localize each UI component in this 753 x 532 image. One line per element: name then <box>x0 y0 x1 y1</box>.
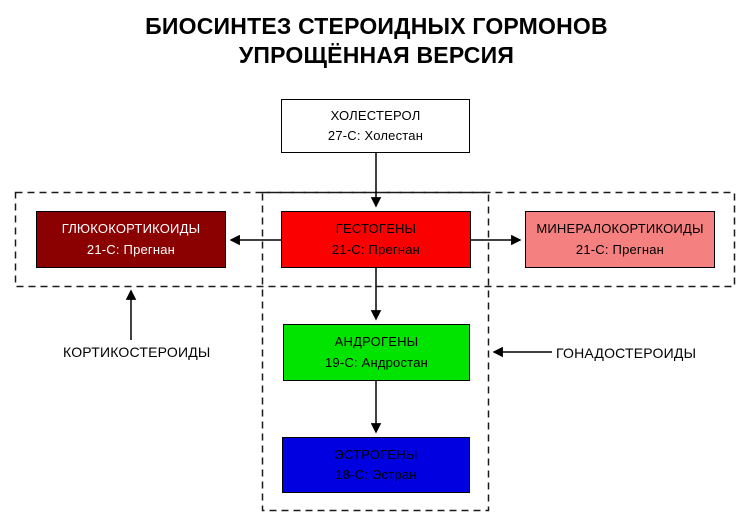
node-glucocorticoids: ГЛЮКОКОРТИКОИДЫ 21-С: Прегнан <box>36 211 226 268</box>
page-title: БИОСИНТЕЗ СТЕРОИДНЫХ ГОРМОНОВ УПРОЩЁННАЯ… <box>0 12 753 71</box>
node-cholesterol: ХОЛЕСТЕРОЛ 27-С: Холестан <box>281 99 470 153</box>
node-estrogens-label: ЭСТРОГЕНЫ <box>334 446 418 462</box>
node-cholesterol-label: ХОЛЕСТЕРОЛ <box>330 107 421 123</box>
node-cholesterol-sublabel: 27-С: Холестан <box>327 128 424 143</box>
node-gestogens: ГЕСТОГЕНЫ 21-С: Прегнан <box>281 211 471 268</box>
corticosteroids-group-label: КОРТИКОСТЕРОИДЫ <box>63 344 211 360</box>
node-androgens: АНДРОГЕНЫ 19-С: Андростан <box>283 324 470 381</box>
node-androgens-sublabel: 19-С: Андростан <box>324 354 428 370</box>
page-title-line2: УПРОЩЁННАЯ ВЕРСИЯ <box>238 42 515 69</box>
page-title-line1: БИОСИНТЕЗ СТЕРОИДНЫХ ГОРМОНОВ <box>145 13 608 39</box>
node-mineralocorticoids-label: МИНЕРАЛОКОРТИКОИДЫ <box>536 221 704 237</box>
node-androgens-label: АНДРОГЕНЫ <box>334 334 419 350</box>
node-mineralocorticoids-sublabel: 21-С: Прегнан <box>575 241 665 257</box>
node-glucocorticoids-label: ГЛЮКОКОРТИКОИДЫ <box>61 221 201 237</box>
node-mineralocorticoids: МИНЕРАЛОКОРТИКОИДЫ 21-С: Прегнан <box>525 211 715 268</box>
node-gestogens-sublabel: 21-С: Прегнан <box>331 241 421 257</box>
gonadosteroids-group-label: ГОНАДОСТЕРОИДЫ <box>556 345 697 361</box>
node-gestogens-label: ГЕСТОГЕНЫ <box>335 221 417 237</box>
corticosteroids-group-frame <box>14 191 736 288</box>
node-estrogens: ЭСТРОГЕНЫ 18-С: Эстран <box>282 437 470 493</box>
node-estrogens-sublabel: 18-С: Эстран <box>335 467 417 482</box>
node-glucocorticoids-sublabel: 21-С: Прегнан <box>86 241 176 257</box>
